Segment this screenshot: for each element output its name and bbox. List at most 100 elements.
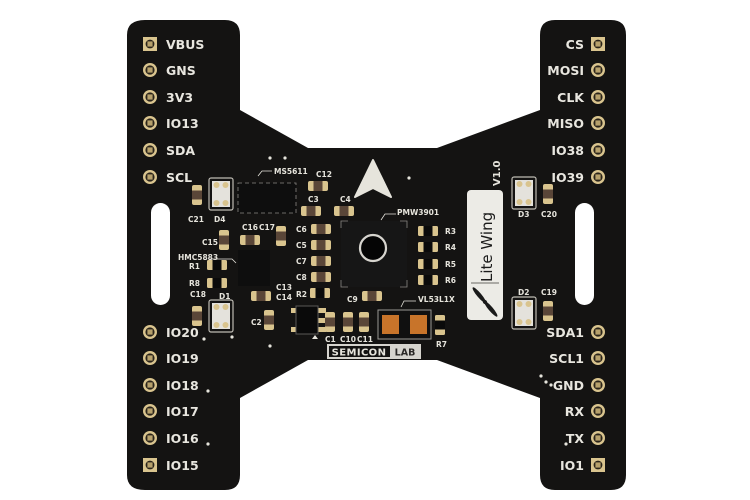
- svg-text:VBUS: VBUS: [166, 37, 204, 52]
- res-r3: R3: [418, 226, 456, 236]
- cap-c4: C4: [334, 195, 354, 216]
- svg-text:C10: C10: [340, 335, 356, 344]
- baro-ms5611: MS5611: [237, 167, 308, 214]
- svg-text:MOSI: MOSI: [547, 63, 584, 78]
- svg-text:SDA: SDA: [166, 143, 195, 158]
- pin-io13[interactable]: IO13: [143, 116, 199, 131]
- pin-io18[interactable]: IO18: [143, 378, 199, 393]
- pin-cs[interactable]: CS: [566, 37, 605, 52]
- cap-c1: C1: [325, 312, 336, 344]
- svg-text:C19: C19: [541, 288, 557, 297]
- svg-text:D4: D4: [214, 215, 225, 224]
- brand-panel: Lite Wing: [467, 190, 503, 320]
- brand-name: Lite Wing: [478, 212, 496, 282]
- cap-c6: C6: [296, 224, 331, 234]
- res-r5: R5: [418, 259, 456, 269]
- res-r2: R2: [296, 288, 330, 299]
- pin-clk[interactable]: CLK: [557, 90, 605, 105]
- svg-text:CS: CS: [566, 37, 584, 52]
- svg-text:HMC5883: HMC5883: [178, 253, 218, 262]
- svg-text:C2: C2: [251, 318, 262, 327]
- pin-io38[interactable]: IO38: [551, 143, 605, 158]
- svg-text:R5: R5: [445, 260, 456, 269]
- pin-gnd[interactable]: GND: [553, 378, 605, 393]
- svg-text:R1: R1: [189, 262, 200, 271]
- svg-text:C3: C3: [308, 195, 319, 204]
- svg-text:R6: R6: [445, 276, 456, 285]
- svg-text:C12: C12: [316, 170, 332, 179]
- cap-c9: C9: [347, 291, 382, 304]
- svg-text:IO15: IO15: [166, 458, 199, 473]
- mounting-slot-right: [575, 203, 594, 305]
- vias: [202, 156, 568, 446]
- pin-sda1[interactable]: SDA1: [546, 325, 605, 340]
- svg-text:D2: D2: [518, 288, 529, 297]
- svg-text:IO39: IO39: [551, 170, 584, 185]
- footer-right: SDA1 SCL1 GND RX TX IO1: [546, 325, 605, 473]
- svg-text:SEMICON: SEMICON: [332, 348, 387, 359]
- svg-text:R4: R4: [445, 243, 456, 252]
- cap-c7: C7: [296, 256, 331, 266]
- svg-text:C17: C17: [259, 223, 275, 232]
- svg-text:R2: R2: [296, 290, 307, 299]
- svg-text:TX: TX: [566, 431, 585, 446]
- svg-text:RX: RX: [565, 404, 585, 419]
- pin-io1[interactable]: IO1: [560, 458, 605, 473]
- cap-c16: C16: [240, 223, 260, 245]
- svg-text:C4: C4: [340, 195, 351, 204]
- cap-c20: C20: [541, 184, 557, 219]
- svg-text:MS5611: MS5611: [274, 167, 308, 176]
- pin-gns[interactable]: GNS: [143, 63, 196, 78]
- cap-c5: C5: [296, 240, 331, 250]
- direction-arrow-icon: [354, 159, 392, 198]
- propeller-icon: [472, 287, 498, 317]
- mounting-slot-left: [151, 203, 170, 305]
- mag-hmc5883: HMC5883: [178, 250, 270, 286]
- svg-text:R7: R7: [436, 340, 447, 349]
- pin-io19[interactable]: IO19: [143, 351, 199, 366]
- header-right: CS MOSI CLK MISO IO38 IO39: [547, 37, 605, 185]
- cap-c13: C13: [251, 283, 292, 301]
- svg-text:R8: R8: [189, 279, 200, 288]
- pin-miso[interactable]: MISO: [547, 116, 605, 131]
- led-d1: D1: [208, 292, 234, 333]
- svg-text:IO13: IO13: [166, 116, 199, 131]
- pin-io17[interactable]: IO17: [143, 404, 199, 419]
- res-r6: R6: [418, 275, 456, 285]
- pin-vbus[interactable]: VBUS: [143, 37, 204, 52]
- cap-c11: C11: [357, 312, 373, 344]
- regulator-ic: [291, 305, 326, 339]
- pin-sda[interactable]: SDA: [143, 143, 195, 158]
- tof-vl53l1x: VL53L1X: [377, 295, 455, 340]
- svg-text:C8: C8: [296, 273, 307, 282]
- pin-io20[interactable]: IO20: [143, 325, 199, 340]
- pin-io39[interactable]: IO39: [551, 170, 605, 185]
- svg-text:D1: D1: [219, 292, 230, 301]
- res-r8: R8: [189, 278, 227, 288]
- pin-tx[interactable]: TX: [566, 431, 605, 446]
- led-d4: D4: [208, 177, 234, 224]
- cap-c21: C21: [188, 185, 204, 224]
- cap-c19: C19: [541, 288, 557, 321]
- svg-text:C13: C13: [276, 283, 292, 292]
- pin-io15[interactable]: IO15: [143, 458, 199, 473]
- res-r7: R7: [435, 315, 447, 349]
- pin-scl[interactable]: SCL: [143, 170, 192, 185]
- pin-scl1[interactable]: SCL1: [549, 351, 605, 366]
- pin-3v3[interactable]: 3V3: [143, 90, 193, 105]
- svg-text:PMW3901: PMW3901: [397, 208, 439, 217]
- cap-c8: C8: [296, 272, 331, 282]
- pin-io16[interactable]: IO16: [143, 431, 199, 446]
- svg-text:CLK: CLK: [557, 90, 585, 105]
- svg-text:C9: C9: [347, 295, 358, 304]
- svg-text:C15: C15: [202, 238, 218, 247]
- svg-text:IO16: IO16: [166, 431, 199, 446]
- cap-c2: C2: [251, 310, 274, 330]
- svg-text:GNS: GNS: [166, 63, 196, 78]
- svg-text:SDA1: SDA1: [546, 325, 584, 340]
- pin-rx[interactable]: RX: [565, 404, 605, 419]
- pin-mosi[interactable]: MOSI: [547, 63, 605, 78]
- cap-c3: C3: [301, 195, 321, 216]
- header-left: VBUS GNS 3V3 IO13 SDA SCL: [143, 37, 204, 185]
